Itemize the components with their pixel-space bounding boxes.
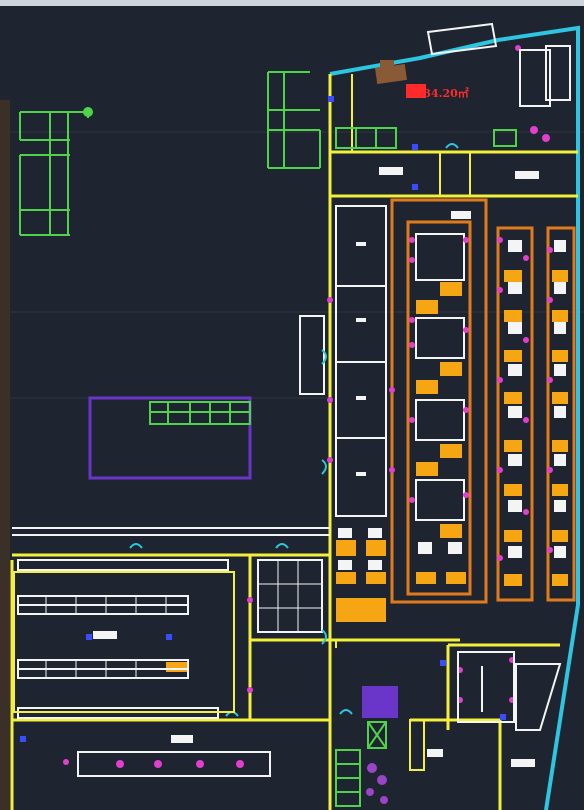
blue-markers xyxy=(20,96,506,742)
purple-equipment xyxy=(362,686,398,718)
exterior-walls xyxy=(10,25,580,810)
top-edge-strip xyxy=(0,0,584,6)
cyan-boundary-diagonal xyxy=(544,604,580,810)
orange-pallets xyxy=(166,270,568,672)
green-stair-block xyxy=(335,721,387,807)
central-white-rooms xyxy=(335,205,387,517)
aisle-workstations xyxy=(338,240,566,570)
magenta-markers xyxy=(63,45,553,768)
green-shelving-center-top xyxy=(267,71,321,169)
white-panel-door xyxy=(299,315,325,395)
green-shelving-left xyxy=(19,107,93,236)
purple-floral-items xyxy=(366,763,388,804)
central-room-fixtures xyxy=(356,242,366,476)
orange-aisles xyxy=(390,198,576,604)
area-label-marker xyxy=(406,84,426,98)
brown-furniture xyxy=(375,60,407,85)
green-counters-top xyxy=(335,127,517,149)
top-right-fixtures xyxy=(93,22,571,767)
left-edge-strip xyxy=(0,100,10,810)
white-wall-band xyxy=(12,527,330,536)
yellow-partitions xyxy=(13,571,425,771)
green-workbench xyxy=(149,401,251,425)
cyan-door-swings xyxy=(129,143,459,717)
purple-zone xyxy=(88,396,252,480)
rack-dividers xyxy=(45,560,322,678)
aisle-white-rooms xyxy=(415,233,465,521)
bottom-right-room xyxy=(457,651,562,731)
